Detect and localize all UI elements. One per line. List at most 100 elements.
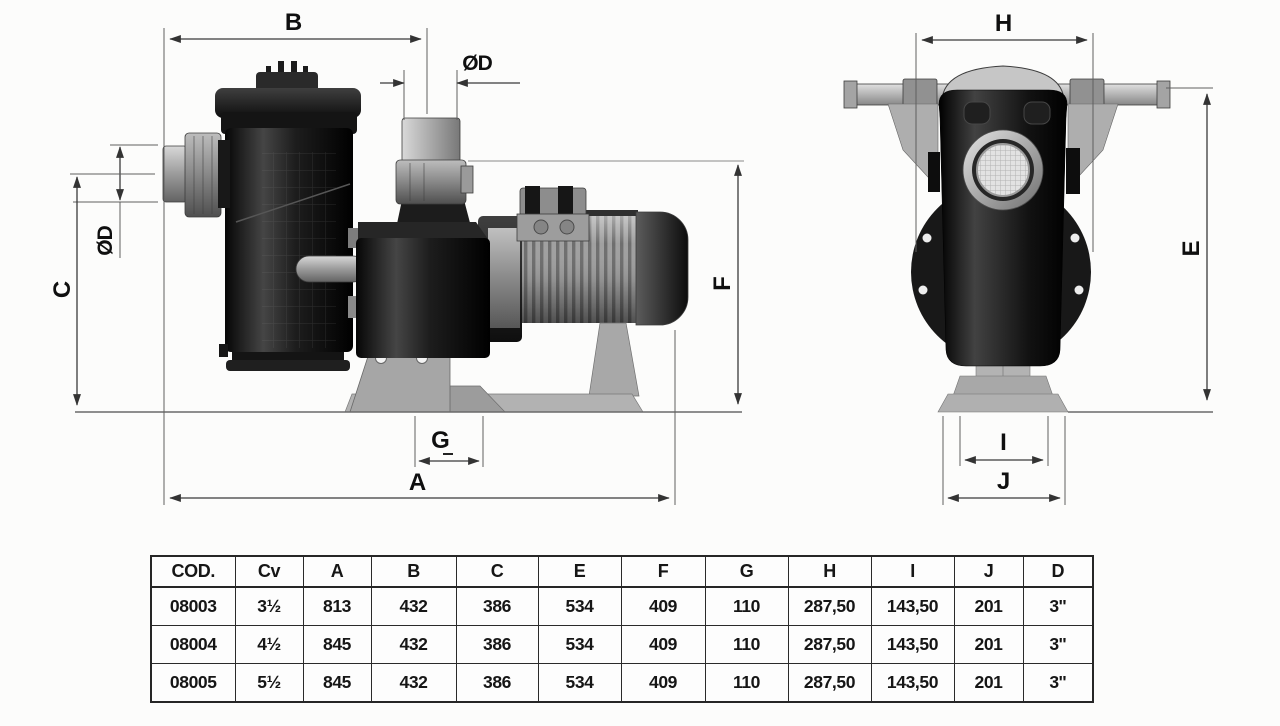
side-view: B ØD ØD C F <box>49 9 744 505</box>
cell-b: 432 <box>370 586 457 626</box>
dimension-b: B <box>163 9 428 505</box>
cell-h: 287,50 <box>787 663 872 703</box>
cell-cv: 3½ <box>234 586 304 626</box>
pot-basket-texture <box>262 152 336 348</box>
table-row: 08005 5½ 845 432 386 534 409 110 287,50 … <box>150 663 1094 703</box>
cell-d: 3'' <box>1022 663 1094 703</box>
dimension-d-left: ØD <box>73 144 158 258</box>
cell-f: 409 <box>620 586 706 626</box>
dim-label-j: J <box>997 468 1009 495</box>
cell-e: 534 <box>537 663 622 703</box>
dimension-j: J <box>942 416 1066 505</box>
cell-b: 432 <box>370 625 457 664</box>
cell-j: 201 <box>953 586 1024 626</box>
pot-seam-line <box>235 183 351 223</box>
cell-c: 386 <box>455 586 539 626</box>
col-header-c: C <box>455 555 539 588</box>
side-stub-right <box>1066 148 1080 194</box>
dim-label-a: A <box>409 469 426 496</box>
outlet-union <box>395 117 474 205</box>
dimensions-table: COD. Cv A B C E F G H I J D 08003 3½ 813… <box>150 555 1094 703</box>
dimension-f: F <box>468 160 744 405</box>
cell-d: 3'' <box>1022 586 1094 626</box>
bolt-hole <box>918 285 928 295</box>
dim-label-e: E <box>1178 241 1205 257</box>
col-header-e: E <box>537 555 622 588</box>
pump-casing <box>356 200 490 358</box>
col-header-cv: Cv <box>234 555 304 588</box>
col-header-a: A <box>302 555 372 588</box>
motor <box>478 186 689 342</box>
bolt-hole <box>1074 285 1084 295</box>
cell-c: 386 <box>455 663 539 703</box>
casing-body <box>356 238 490 358</box>
outlet-union-nut <box>395 159 467 205</box>
cell-i: 143,50 <box>870 586 955 626</box>
dimension-i: I <box>959 416 1049 466</box>
col-header-d: D <box>1022 555 1094 588</box>
cell-h: 287,50 <box>787 586 872 626</box>
pump-diagram-canvas: B ØD ØD C F <box>49 9 1213 505</box>
dim-label-g: G <box>431 427 449 454</box>
dimension-h: H <box>915 10 1094 252</box>
dimension-d-top: ØD <box>380 52 520 120</box>
pedestal-base <box>937 393 1069 413</box>
dim-label-h: H <box>995 10 1011 37</box>
col-header-b: B <box>370 555 457 588</box>
dimension-e: E <box>1166 87 1213 401</box>
pot-tab <box>219 344 228 357</box>
cell-a: 845 <box>302 625 372 664</box>
table-row: 08004 4½ 845 432 386 534 409 110 287,50 … <box>150 625 1094 664</box>
side-stub-left <box>928 152 940 192</box>
lid-prong <box>278 61 284 78</box>
cell-d: 3'' <box>1022 625 1094 664</box>
cell-j: 201 <box>953 625 1024 664</box>
table-row: 08003 3½ 813 432 386 534 409 110 287,50 … <box>150 586 1094 626</box>
pedestal-shoulder <box>952 375 1054 397</box>
dim-label-c: C <box>49 281 76 298</box>
table-header-row: COD. Cv A B C E F G H I J D <box>150 555 1094 588</box>
shoulder-recess-right <box>1023 101 1051 125</box>
outlet-pipe-stub <box>401 117 461 165</box>
outlet-side-tab <box>460 165 474 194</box>
cell-b: 432 <box>370 663 457 703</box>
dim-label-d-left: ØD <box>94 225 117 255</box>
dimension-a: A <box>169 330 676 505</box>
cell-i: 143,50 <box>870 625 955 664</box>
bolt-hole <box>1070 233 1080 243</box>
motor-foot <box>588 322 640 397</box>
strainer-pot <box>215 61 361 371</box>
cell-f: 409 <box>620 663 706 703</box>
cell-a: 813 <box>302 586 372 626</box>
cell-j: 201 <box>953 663 1024 703</box>
strainer-mesh <box>976 143 1030 197</box>
cell-e: 534 <box>537 625 622 664</box>
terminal-box-face <box>516 213 590 242</box>
dim-label-d-top: ØD <box>462 52 492 75</box>
cell-g: 110 <box>704 586 789 626</box>
cell-g: 110 <box>704 625 789 664</box>
inlet-collar <box>218 140 230 208</box>
dimension-c: C <box>49 173 155 406</box>
cell-g: 110 <box>704 663 789 703</box>
col-header-cod: COD. <box>150 555 236 588</box>
terminal-box-screw-left <box>533 219 549 235</box>
dim-label-b: B <box>285 9 302 36</box>
cell-e: 534 <box>537 586 622 626</box>
cell-cv: 4½ <box>234 625 304 664</box>
motor-end-cap <box>635 211 689 326</box>
col-header-i: I <box>870 555 955 588</box>
motor-adapter-ring <box>488 228 520 328</box>
inlet-pipe-stub <box>162 145 188 203</box>
lid-prong <box>291 61 297 78</box>
cell-cv: 5½ <box>234 663 304 703</box>
shaft-stub <box>295 255 367 283</box>
terminal-box-gland-left <box>525 186 540 214</box>
pipe-end-right <box>1156 80 1171 109</box>
casing-upper-block <box>358 222 490 242</box>
dim-label-i: I <box>1000 429 1006 456</box>
pipe-end-left <box>843 80 858 109</box>
cell-cod: 08003 <box>150 586 236 626</box>
cell-a: 845 <box>302 663 372 703</box>
pot-bottom-rim <box>226 360 350 371</box>
